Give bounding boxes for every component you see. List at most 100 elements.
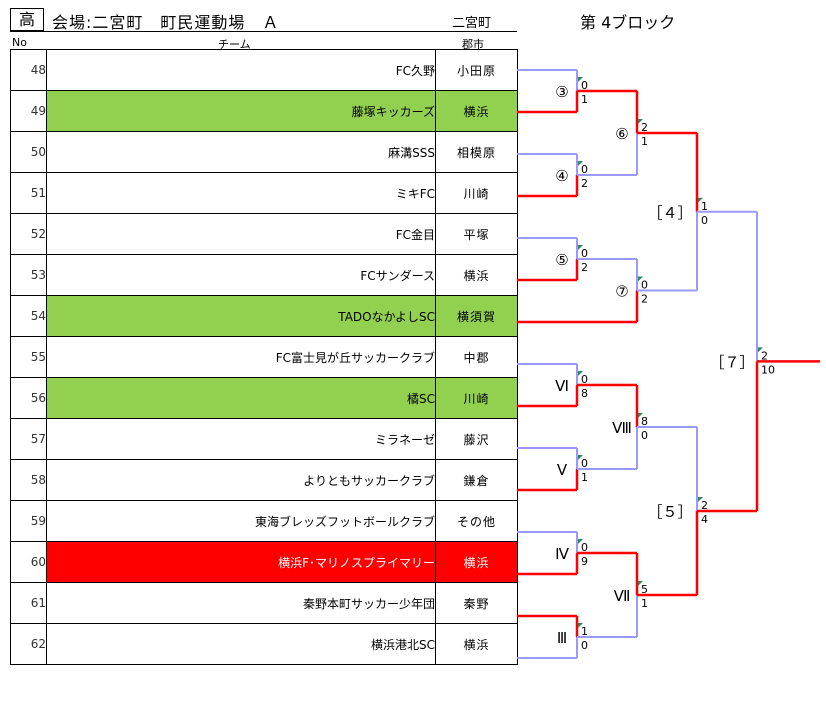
- score-bottom: 10: [761, 363, 775, 376]
- team-name: 麻溝SSS: [46, 131, 436, 173]
- team-no: 51: [10, 172, 47, 214]
- score-bottom: 1: [581, 471, 588, 484]
- team-name: よりともサッカークラブ: [46, 459, 436, 501]
- score-bottom: 2: [641, 293, 648, 306]
- team-city: 横浜: [435, 254, 518, 296]
- score-bottom: 8: [581, 387, 588, 400]
- match-label: ［７］: [709, 353, 754, 371]
- score-top: 2: [641, 121, 648, 134]
- team-name: 藤塚キッカーズ: [46, 90, 436, 132]
- team-city: 平塚: [435, 213, 518, 255]
- block-title: 第 4ブロック: [580, 13, 676, 32]
- score-top: 0: [581, 457, 588, 470]
- match-label: Ⅲ: [557, 629, 567, 647]
- match-label: Ⅳ: [555, 545, 569, 563]
- match-label: Ⅴ: [557, 461, 568, 479]
- team-city: 横須賀: [435, 295, 518, 337]
- col-header-team: チーム: [218, 38, 251, 51]
- team-name: 橘SC: [46, 377, 436, 419]
- team-city: 横浜: [435, 541, 518, 583]
- score-top: 1: [581, 625, 588, 638]
- team-no: 52: [10, 213, 47, 255]
- team-city: 小田原: [435, 49, 518, 91]
- team-no: 61: [10, 582, 47, 624]
- match-label: Ⅷ: [612, 419, 632, 437]
- comment-marker: [578, 77, 583, 82]
- score-bottom: 1: [581, 93, 588, 106]
- bracket-marks: [578, 77, 763, 628]
- score-top: 8: [641, 415, 648, 428]
- score-top: 1: [701, 200, 708, 213]
- comment-marker: [578, 371, 583, 376]
- comment-marker: [698, 497, 703, 502]
- score-top: 2: [761, 349, 768, 362]
- score-top: 5: [641, 583, 648, 596]
- team-city: 藤沢: [435, 418, 518, 460]
- team-name: TADOなかよしSC: [46, 295, 436, 337]
- team-no: 56: [10, 377, 47, 419]
- score-bottom: 2: [581, 261, 588, 274]
- comment-marker: [698, 197, 703, 203]
- team-name: 横浜F･マリノスプライマリー: [46, 541, 436, 583]
- header-divider: [10, 31, 517, 32]
- match-label: Ⅵ: [555, 377, 569, 395]
- match-label: Ⅶ: [614, 587, 631, 605]
- team-city: 鎌倉: [435, 459, 518, 501]
- score-top: 0: [641, 279, 648, 292]
- match-label: ⑦: [615, 283, 628, 301]
- team-city: 相模原: [435, 131, 518, 173]
- comment-marker: [758, 347, 763, 353]
- col-header-city: 郡市: [462, 38, 484, 51]
- team-city: 横浜: [435, 90, 518, 132]
- match-label: ⑥: [615, 125, 628, 143]
- team-city: 中郡: [435, 336, 518, 378]
- score-bottom: 1: [641, 597, 648, 610]
- comment-marker: [638, 119, 643, 124]
- score-bottom: 0: [641, 429, 648, 442]
- match-label: ［５］: [647, 503, 692, 521]
- team-name: ミラネーゼ: [46, 418, 436, 460]
- team-name: FC久野: [46, 49, 436, 91]
- comment-marker: [638, 413, 643, 418]
- team-city: その他: [435, 500, 518, 542]
- bracket-labels: 01③02④02⑤08Ⅵ01Ⅴ09Ⅳ10Ⅲ21⑥02⑦80Ⅷ51Ⅶ10［４］24…: [555, 79, 775, 652]
- score-bottom: 9: [581, 555, 588, 568]
- score-bottom: 2: [581, 177, 588, 190]
- score-top: 0: [581, 163, 588, 176]
- team-no: 59: [10, 500, 47, 542]
- grade-box: 高: [10, 8, 44, 31]
- team-no: 49: [10, 90, 47, 132]
- col-header-no: No: [12, 36, 27, 49]
- match-label: ［４］: [647, 204, 692, 222]
- team-name: 横浜港北SC: [46, 623, 436, 665]
- score-top: 2: [701, 499, 708, 512]
- comment-marker: [578, 245, 583, 250]
- score-bottom: 0: [581, 639, 588, 652]
- comment-marker: [638, 276, 643, 282]
- score-top: 0: [581, 247, 588, 260]
- score-bottom: 0: [701, 214, 708, 227]
- comment-marker: [638, 581, 643, 586]
- team-name: 東海ブレッズフットボールクラブ: [46, 500, 436, 542]
- venue-city: 二宮町: [452, 16, 492, 31]
- match-label: ⑤: [555, 251, 568, 269]
- team-name: FC金目: [46, 213, 436, 255]
- comment-marker: [578, 623, 583, 628]
- score-top: 0: [581, 373, 588, 386]
- match-label: ③: [555, 83, 568, 101]
- comment-marker: [578, 161, 583, 166]
- comment-marker: [578, 455, 583, 460]
- venue-title: 会場:二宮町 町民運動場 Ａ: [52, 13, 280, 32]
